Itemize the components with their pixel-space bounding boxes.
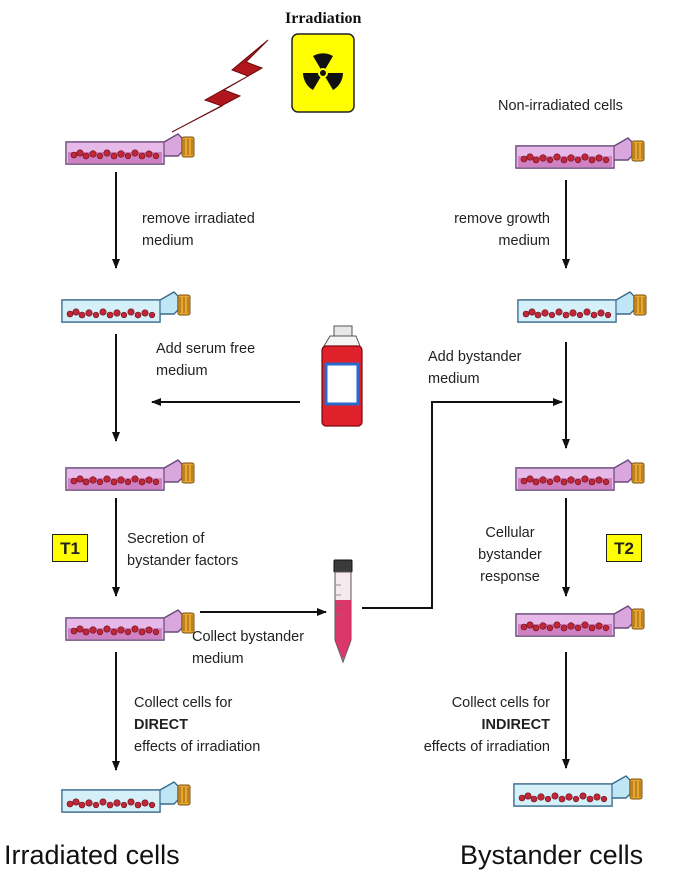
step-cellular-response: Cellular bystander response [478,525,542,585]
irradiation-title: Irradiation [285,10,362,27]
direct-emphasis: DIRECT [134,717,188,733]
step-collect-bystander-medium: Collect bystander medium [192,629,305,667]
step-add-serum-free: Add serum free medium [156,341,256,379]
flask-non-irradiated [515,137,645,169]
step-collect-indirect: Collect cells for INDIRECT effects of ir… [423,695,550,755]
media-bottle-icon [321,325,363,427]
flask-direct-final [61,781,191,813]
indirect-emphasis: INDIRECT [481,717,550,733]
flask-irradiated-1 [65,133,195,165]
flask-irradiated-3 [65,609,195,641]
caption-bystander-cells: Bystander cells [460,840,644,870]
flask-irradiated-2 [65,459,195,491]
flask-bystander-3 [515,605,645,637]
caption-irradiated-cells: Irradiated cells [4,840,180,870]
flask-bystander-2 [515,459,645,491]
radiation-icon [291,33,355,113]
step-add-bystander: Add bystander medium [428,349,522,387]
step-collect-direct: Collect cells for DIRECT effects of irra… [134,695,261,755]
step-secretion: Secretion of bystander factors [127,531,239,569]
flask-serum-free [61,291,191,323]
t1-badge: T1 [52,534,88,562]
flask-indirect-final [513,775,643,807]
lightning-icon [171,39,269,133]
falcon-tube-icon [333,559,353,664]
step-remove-growth: remove growth medium [454,211,550,249]
step-remove-irradiated: remove irradiated medium [142,211,255,249]
flask-bystander-1 [517,291,647,323]
t2-badge: T2 [606,534,642,562]
label-non-irradiated: Non-irradiated cells [498,98,623,114]
